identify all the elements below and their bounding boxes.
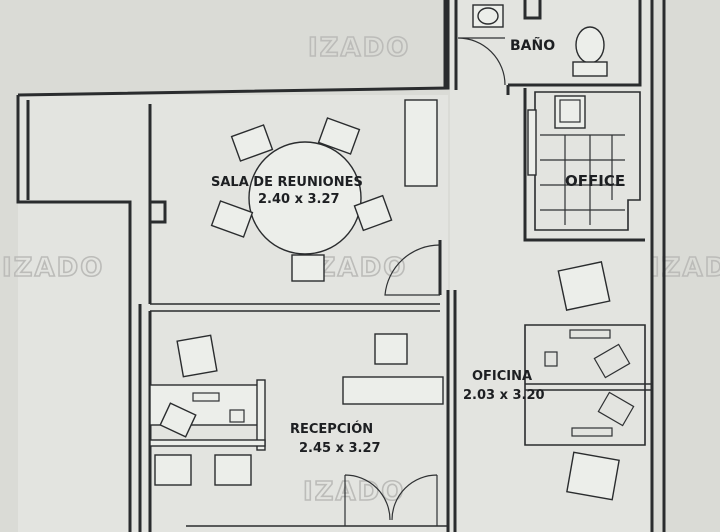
watermark-bottom: IZADO	[303, 477, 405, 507]
room-label-recepcion: RECEPCIÓN	[290, 421, 373, 437]
toilet	[575, 26, 605, 64]
meeting-table	[248, 141, 362, 255]
room-fills	[18, 0, 650, 532]
door-recepcion-left	[344, 474, 391, 526]
door-bano	[457, 37, 506, 86]
furniture	[149, 4, 635, 501]
sala-cabinet	[404, 99, 438, 187]
reception-counter	[342, 376, 444, 405]
walls	[16, 0, 666, 532]
room-label-office: OFFICE	[565, 172, 625, 190]
watermark-left: IZADO	[2, 253, 104, 283]
door-recepcion-right	[391, 474, 438, 526]
watermark-right: IZADO	[650, 253, 720, 283]
room-label-oficina: OFICINA	[472, 369, 532, 384]
room-dims-oficina: 2.03 x 3.20	[463, 388, 545, 403]
room-label-bano: BAÑO	[510, 37, 555, 54]
room-dims-sala: 2.40 x 3.27	[258, 192, 340, 207]
watermark-top: IZADO	[308, 33, 410, 63]
door-sala	[384, 244, 441, 296]
room-label-sala: SALA DE REUNIONES	[211, 175, 363, 190]
doors	[344, 37, 506, 526]
room-dims-recepcion: 2.45 x 3.27	[299, 441, 381, 456]
